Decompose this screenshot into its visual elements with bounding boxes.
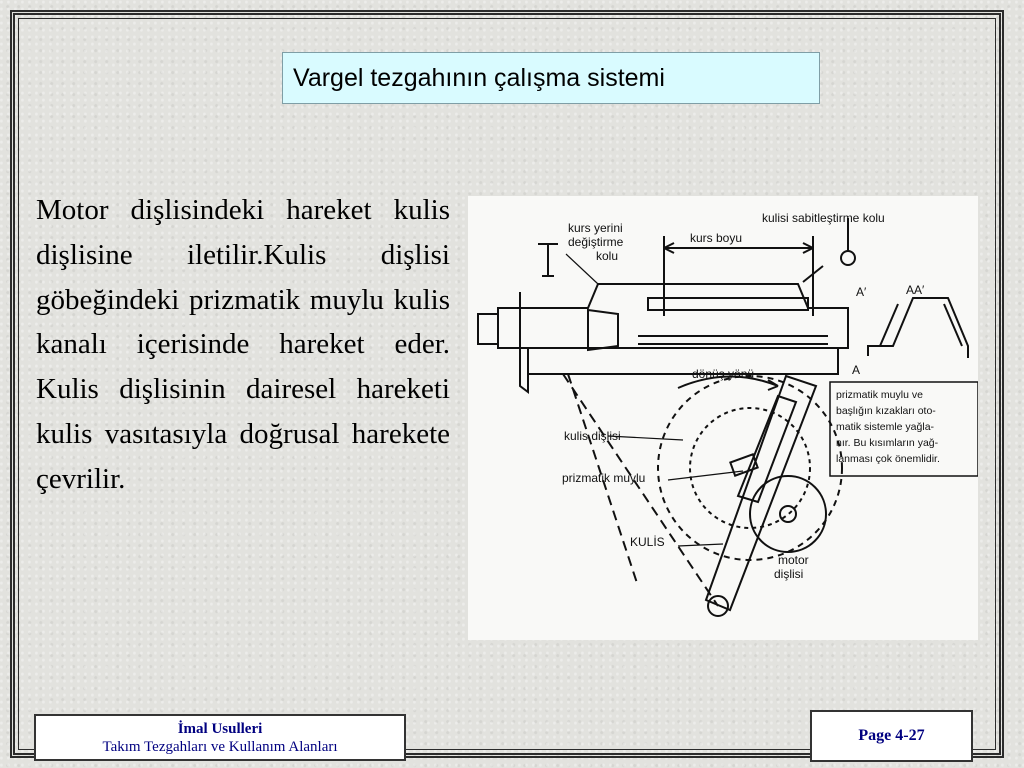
label-aa-prime: AA′ <box>906 283 925 297</box>
label-a: A <box>852 363 860 377</box>
ram-slot <box>647 297 809 311</box>
note-line-3: matik sistemle yağla- <box>836 421 935 433</box>
lock-lever-knob <box>840 250 856 266</box>
dovetail-profile <box>867 297 969 358</box>
note-line-5: lanması çok önemlidir. <box>836 453 940 465</box>
shaper-mechanism-diagram: kurs yerini değiştirme kolu kulisi sabit… <box>468 196 978 640</box>
label-kurs-yerini: kurs yerini <box>568 221 623 235</box>
label-dislisi: dişlisi <box>774 567 803 581</box>
label-prizmatik-muylu: prizmatik muylu <box>562 471 645 485</box>
ram-lower <box>527 348 839 375</box>
stroke-adjust-knob <box>538 243 558 277</box>
slide-title: Vargel tezgahının çalışma sistemi <box>293 63 665 92</box>
label-motor: motor <box>778 553 809 567</box>
motor-gear <box>749 475 827 553</box>
page-number-label: Page 4-27 <box>858 727 925 744</box>
slide-frame-outer <box>10 10 1004 758</box>
note-box <box>829 381 978 477</box>
stroke-arrow-head-right <box>802 242 814 254</box>
label-kulis-dislisi: kulis dişlisi <box>564 429 621 443</box>
label-kolu: kolu <box>596 249 618 263</box>
tool-post <box>519 292 529 394</box>
label-kurs-boyu: kurs boyu <box>690 231 742 245</box>
diagram-drawing: kurs yerini değiştirme kolu kulisi sabit… <box>477 211 978 617</box>
rocker-pivot <box>707 595 729 617</box>
note-line-4: nır. Bu kısımların yağ- <box>836 437 939 449</box>
label-donus-yonu: dönüş yönü <box>692 367 754 381</box>
stroke-arrow-head-left <box>663 242 675 254</box>
slide-frame-inner <box>18 18 996 750</box>
rocker-arm <box>704 374 818 612</box>
note-line-2: başlığın kızakları oto- <box>836 405 936 417</box>
body-paragraph: Motor dişlisindeki hareket kulis dişlisi… <box>36 194 450 495</box>
footer-course-subtitle: Takım Tezgahları ve Kullanım Alanları <box>102 738 338 755</box>
footer-course-box: İmal Usulleri Takım Tezgahları ve Kullan… <box>34 714 406 761</box>
label-kulis: KULİS <box>630 535 665 549</box>
label-kulisi-sabitlestirme: kulisi sabitleştirme kolu <box>762 211 885 225</box>
slide-title-box: Vargel tezgahının çalışma sistemi <box>282 52 820 104</box>
bull-gear <box>657 375 843 561</box>
ram-body <box>497 283 849 349</box>
label-degistirme: değiştirme <box>568 235 624 249</box>
label-a-prime: A′ <box>856 285 867 299</box>
bevel-gear <box>587 308 619 352</box>
footer-course-title: İmal Usulleri <box>177 720 263 737</box>
prismatic-pin <box>729 453 759 477</box>
footer-page-number: Page 4-27 <box>810 710 973 762</box>
left-tool-head <box>477 313 499 345</box>
rotation-arrow <box>677 375 779 389</box>
note-line-1: prizmatik muylu ve <box>836 389 923 401</box>
